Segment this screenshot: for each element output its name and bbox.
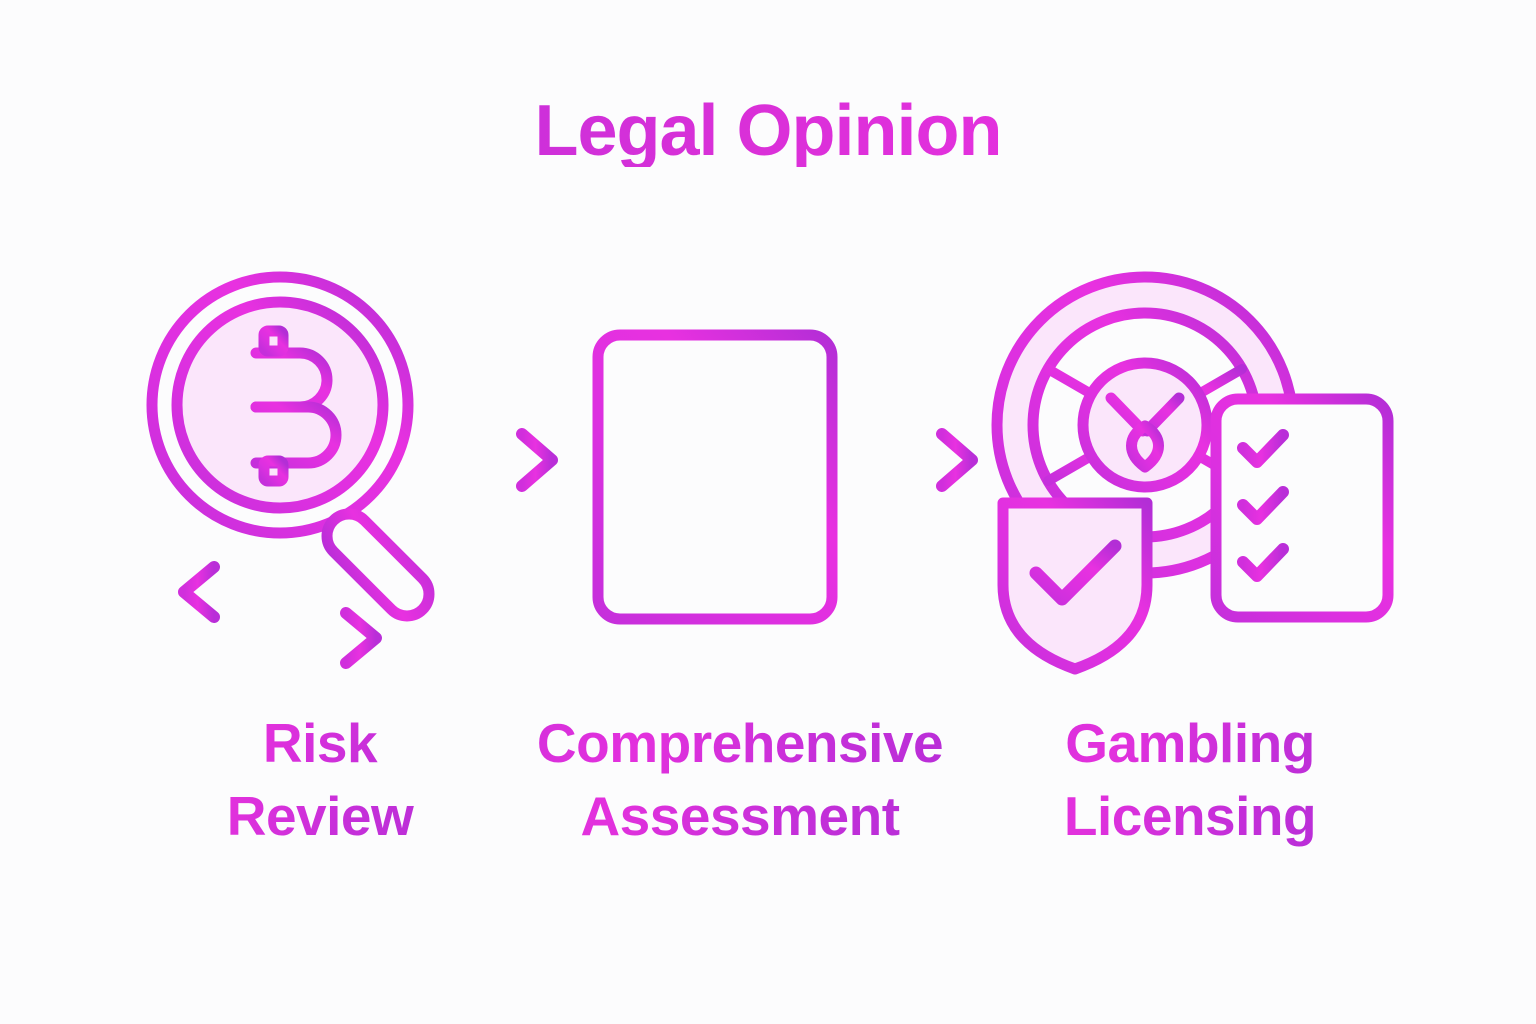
flow-step-label-gambling-licensing: Gambling Licensing xyxy=(980,707,1400,852)
arrow-right-icon xyxy=(460,428,558,492)
roulette-hub-marker xyxy=(1105,392,1185,473)
checklist-check-3 xyxy=(1237,543,1289,582)
magnifier-bitcoin-icon xyxy=(140,255,500,675)
checklist-check-1 xyxy=(1237,429,1289,468)
magnifier-lens-outer-ring xyxy=(146,271,414,539)
shield-checkmark xyxy=(1029,539,1122,606)
flow-step-risk-review: Risk Review xyxy=(140,255,500,847)
checklist-rows xyxy=(1237,429,1369,582)
flow-connector-2 xyxy=(878,425,988,495)
flow-step-comprehensive-assessment: Comprehensive Assessment xyxy=(480,255,1000,847)
magnifier-handle xyxy=(321,508,435,622)
page-title: Legal Opinion xyxy=(0,95,1536,167)
exchange-arrow-right xyxy=(238,607,382,669)
roulette-shield-checklist-icon xyxy=(980,255,1400,675)
arrow-right-icon xyxy=(880,428,978,492)
flow-step-label-comprehensive-assessment: Comprehensive Assessment xyxy=(480,707,1000,852)
flow-step-label-risk-review: Risk Review xyxy=(140,707,500,852)
document-outline xyxy=(592,329,838,625)
document-text-lines xyxy=(640,391,792,564)
checklist-clipboard-icon xyxy=(1210,393,1394,623)
flow-connector-1 xyxy=(458,425,568,495)
flow-step-gambling-licensing: Gambling Licensing xyxy=(980,255,1400,847)
shield-check-icon xyxy=(997,497,1153,675)
exchange-arrow-left xyxy=(178,561,344,623)
bitcoin-symbol xyxy=(250,325,342,487)
checklist-check-2 xyxy=(1237,486,1289,525)
document-icon xyxy=(590,327,840,627)
